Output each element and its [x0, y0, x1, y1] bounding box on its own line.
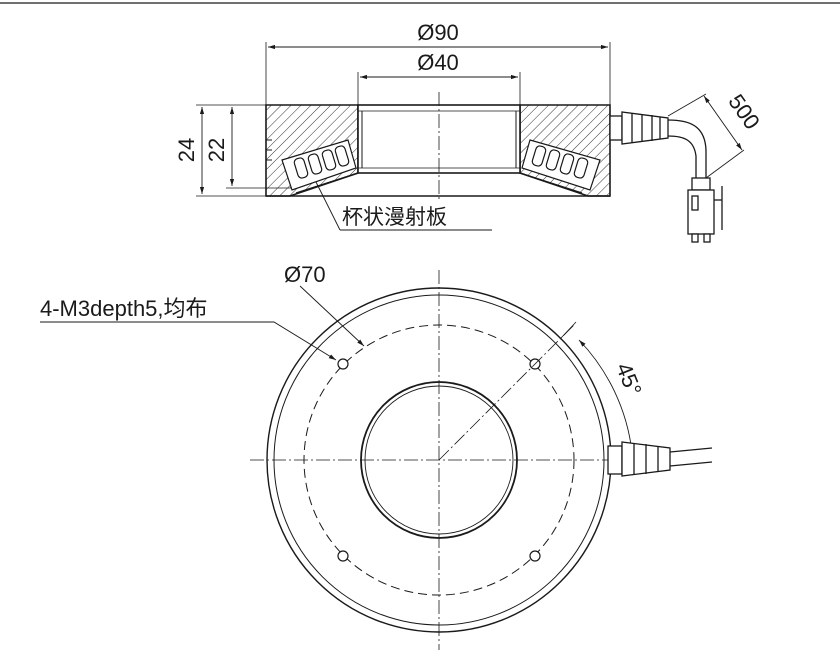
- connector-plug: [687, 177, 723, 243]
- side-view: Ø90 Ø40 24 22 杯状漫射板: [174, 20, 765, 243]
- cable-gland-top: [607, 441, 671, 477]
- hole-spec-label: 4-M3depth5,均布: [40, 296, 208, 321]
- cable-gland-side: [609, 111, 669, 145]
- cable-length-label: 500: [723, 89, 765, 133]
- bolt-circle-label: Ø70: [284, 262, 326, 287]
- cable-side: [667, 119, 707, 178]
- body-height-label: 22: [204, 138, 229, 162]
- hole-angle-label: 45°: [611, 359, 647, 399]
- led-right-group: [531, 145, 589, 179]
- outer-diameter-label: Ø90: [417, 20, 459, 45]
- cable-top: [669, 447, 713, 467]
- top-view: 45° Ø70 4-M3depth5,均布: [40, 262, 713, 650]
- inner-diameter-label: Ø40: [417, 50, 459, 75]
- led-left-group: [293, 145, 350, 179]
- diffuser-label: 杯状漫射板: [342, 206, 447, 229]
- total-height-label: 24: [174, 138, 199, 162]
